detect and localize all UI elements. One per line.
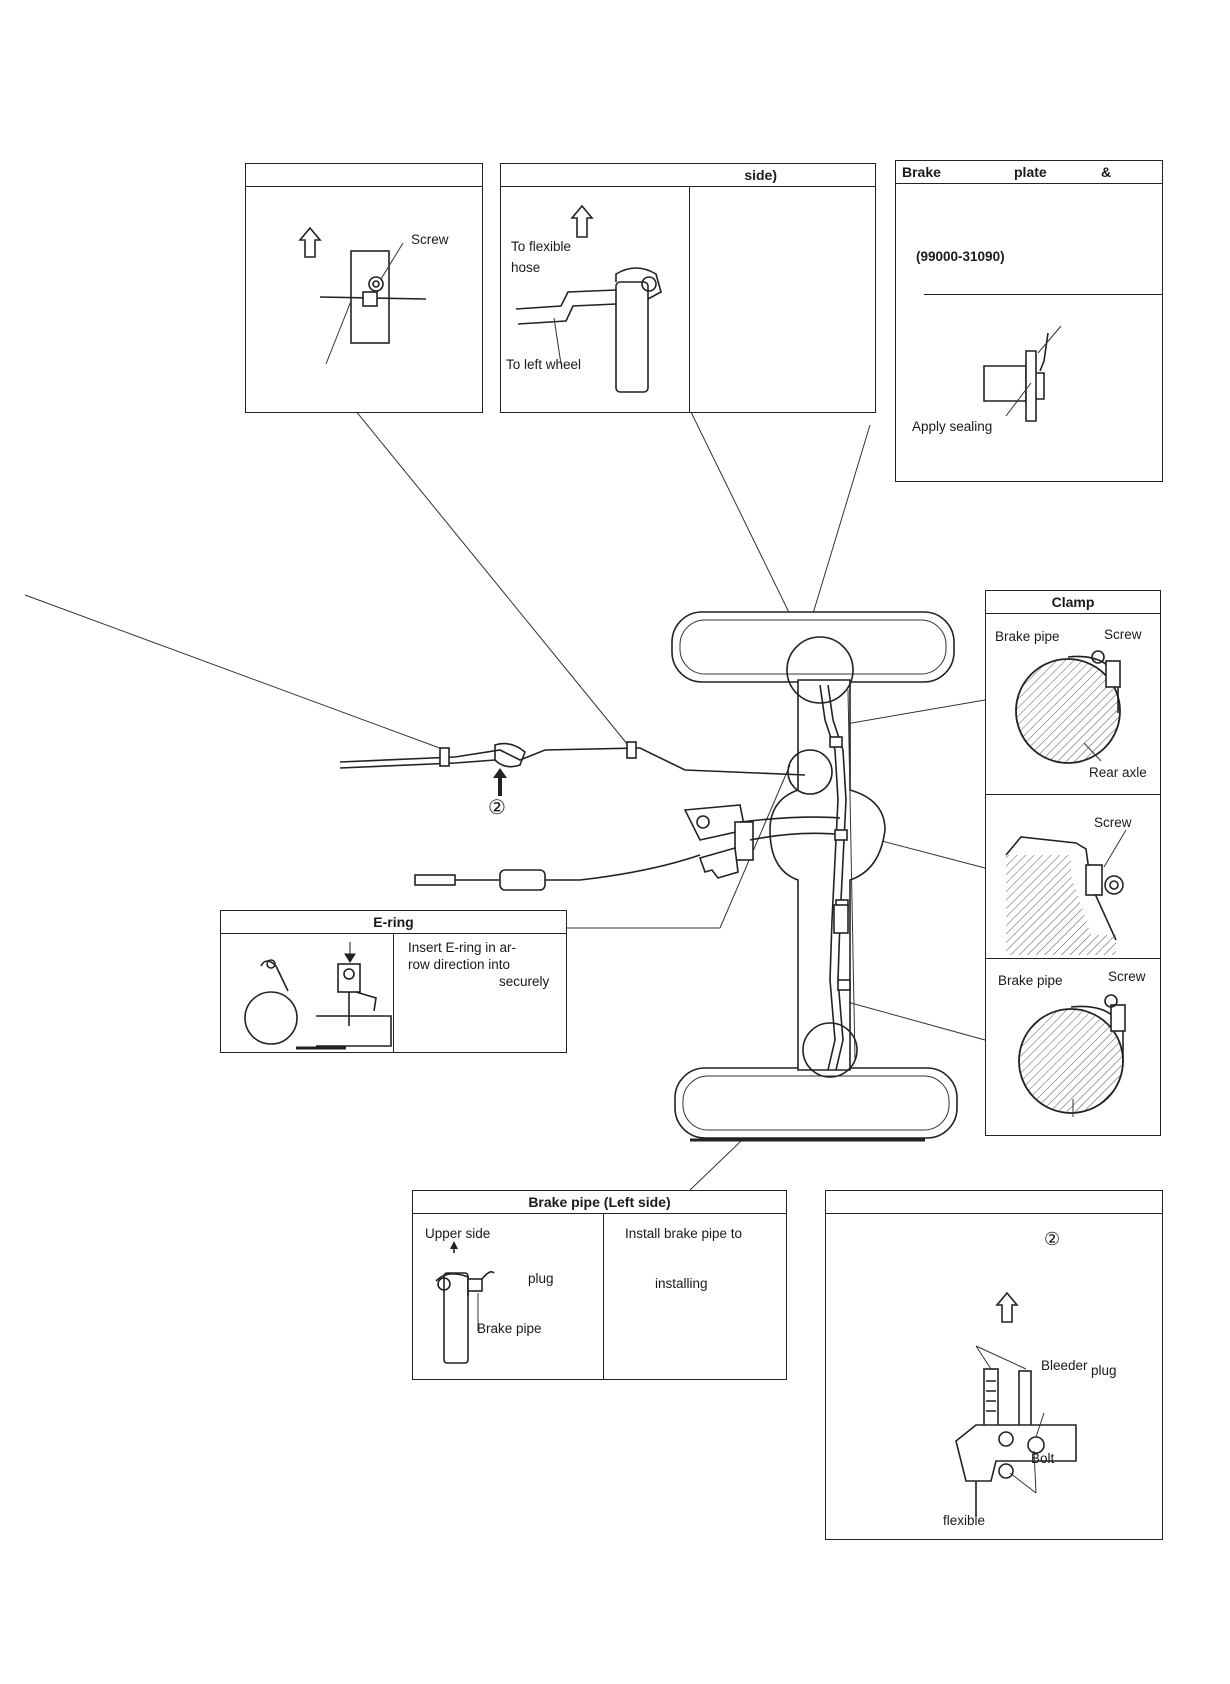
rear-axle-label: Rear axle [1089, 765, 1147, 780]
flexible-label: flexible [943, 1513, 986, 1528]
panel-e-ring: E-ring Insert E-ring in ar- row directio… [220, 910, 567, 1053]
rear-axle [769, 679, 886, 1071]
screw-label: Screw [411, 232, 449, 247]
panel-left-side-header: Brake pipe (Left side) [413, 1191, 786, 1214]
bottom-wheel [674, 1067, 958, 1139]
install-text-line-2: installing [655, 1276, 708, 1291]
clamp-bracket-drawing [319, 242, 427, 365]
proportioning-valve-drawing [955, 1345, 1077, 1516]
pipe-bracket-drawing [435, 1241, 495, 1364]
bolt-label: Bolt [1031, 1451, 1055, 1466]
panel-top-left: Screw [245, 163, 483, 413]
main-callout-number: ② [488, 797, 506, 819]
header-brake: Brake [902, 164, 941, 180]
upper-side-label: Upper side [425, 1226, 491, 1241]
panel-mid-right: Screw [985, 794, 1161, 959]
e-ring-instruction-line-1: Insert E-ring in ar- [408, 940, 517, 955]
bracket-mount-drawing [1005, 829, 1127, 955]
panel-bottom-right-header [826, 1191, 1162, 1214]
header-plate: plate [1014, 164, 1047, 180]
panel-low-right: Brake pipe Screw [985, 958, 1161, 1136]
screw-label: Screw [1104, 627, 1142, 642]
plug-label: plug [528, 1271, 554, 1286]
panel-top-left-header [246, 164, 482, 187]
to-left-wheel-label: To left wheel [506, 357, 582, 372]
panel-top-middle: side) To flexible hose To left wheel [500, 163, 876, 413]
install-text-line-1: Install brake pipe to [625, 1226, 743, 1241]
header-amp: & [1101, 164, 1112, 180]
pipe-bracket-drawing [515, 267, 662, 393]
clamp-axle-drawing [1018, 994, 1126, 1117]
screw-label: Screw [1108, 969, 1146, 984]
plug-label: plug [1091, 1363, 1117, 1378]
top-wheel [671, 611, 955, 683]
panel-clamp: Clamp Brake pipe Screw Rear axle [985, 590, 1161, 795]
screw-label: Screw [1094, 815, 1132, 830]
to-flexible-label: To flexible [511, 239, 572, 254]
panel-brake-pipe-left-side: Brake pipe (Left side) Upper side plug B… [412, 1190, 787, 1380]
arrow-up-icon [298, 226, 322, 258]
arrow-up-icon [570, 204, 594, 238]
e-ring-drawing [244, 942, 392, 1050]
panel-top-right-header: Brake plate & [896, 161, 1162, 184]
panel-e-ring-header: E-ring [221, 911, 566, 934]
panel-clamp-header: Clamp [986, 591, 1160, 614]
brake-pipe-label: Brake pipe [477, 1321, 542, 1336]
brake-pipe-label: Brake pipe [998, 973, 1063, 988]
panel-top-right: Brake plate & (99000-31090) Apply sealin… [895, 160, 1163, 482]
arrow-up-icon [995, 1291, 1019, 1323]
e-ring-instruction-line-2: row direction into [408, 957, 511, 972]
panel-number: ② [1044, 1229, 1061, 1249]
hose-label: hose [511, 260, 541, 275]
panel-bottom-right: ② Bleeder plug Bolt flexible [825, 1190, 1163, 1540]
brake-pipe-label: Brake pipe [995, 629, 1060, 644]
backing-plate-drawing [983, 325, 1062, 422]
part-number-label: (99000-31090) [916, 249, 1005, 264]
e-ring-instruction-line-3: securely [499, 974, 550, 989]
apply-sealing-label: Apply sealing [912, 419, 993, 434]
panel-top-middle-header: side) [501, 164, 875, 187]
bleeder-label: Bleeder [1041, 1358, 1088, 1373]
brake-pipe-line [339, 747, 806, 776]
clamp-axle-drawing [1015, 650, 1121, 764]
